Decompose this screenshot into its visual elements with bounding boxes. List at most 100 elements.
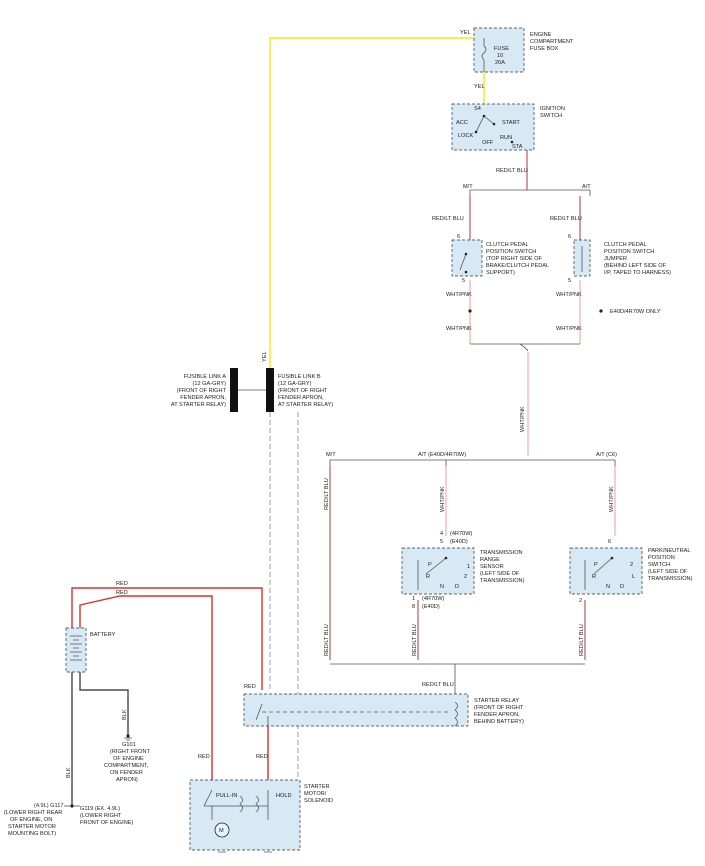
pnp-pos-2: 2 [630,562,633,568]
battery-red-wire-1 [71,587,263,690]
merge-line [470,343,580,352]
branch-mid-mt: M/T [326,452,336,458]
g101-caption-2: OF ENGINE [113,756,144,762]
park-neutral-switch [569,547,643,595]
fusible-a-caption-4: FENDER APRON, [180,395,226,401]
fuse-icon [481,38,487,72]
pnp-pos-p: P [594,562,598,568]
pnp-caption-4: (LEFT SIDE OF [648,569,688,575]
jumper-caption-4: (BEHIND LEFT SIDE OF [604,263,667,269]
battery-red-2-label: RED [116,590,128,596]
motor-icon [214,822,230,838]
trs-pin-bottom-1: 1 [412,596,415,602]
clutch-pedal-switch [451,239,483,277]
fuse-line-2: 10 [497,53,503,59]
g119-line-1: G119 (EX. 4.9L) [80,806,120,812]
trs-pos-r: R [426,574,430,580]
ignition-lock: LOCK [458,133,474,139]
fusible-a-caption-5: AT STARTER RELAY) [171,402,226,408]
clutch-caption-4: BRAKE/CLUTCH PEDAL [486,263,549,269]
e40d-note: E40D/4R70W ONLY [610,309,661,315]
trs-pin-bottom-note-1: (4R70W) [422,596,445,602]
pnp-caption-3: SWITCH [648,562,670,568]
fuse-box-wire-in-label: YEL [460,30,471,36]
fuse-line-1: FUSE [494,46,509,52]
motor-label: M [219,828,224,834]
trs-pin-bottom-2: 8 [412,604,415,610]
jumper-wire-out-label-2: WHT/PNK [556,326,582,332]
fusible-link-b [266,368,274,412]
trs-caption-5: TRANSMISSION) [480,578,525,584]
branch-top-line [469,189,591,196]
g101-caption-1: (RIGHT FRONT [110,749,151,755]
clutch-pin-top: 6 [457,234,460,240]
fusible-b-caption-5: AT STARTER RELAY) [278,402,333,408]
branch-mid-at2: A/T (C6) [596,452,617,458]
fuse-box [473,27,525,73]
jumper-caption-1: CLUTCH PEDAL [604,242,647,248]
battery-icon [70,635,82,661]
relay-caption-3: FENDER APRON, [474,712,520,718]
blk-wire-label: BLK [122,709,128,720]
ignition-switch [451,103,535,151]
trs-pos-d: D [455,584,459,590]
solenoid-caption-2: MOTOR/ [304,791,327,797]
fusible-a-caption-1: FUSIBLE LINK A [184,374,227,380]
battery-blk-wire-2 [79,672,129,736]
mt-wire-label-2: RED/LT BLU [324,624,330,656]
clutch-pin-bottom: 5 [462,278,465,284]
g101-name: G101 [122,742,136,748]
g101-caption-5: APRON) [116,777,138,783]
starter-relay [243,693,469,727]
pnp-wire-in-label: WHT/PNK [609,486,615,512]
battery-red-1-label: RED [116,581,128,587]
jumper-caption-2: POSITION SWITCH [604,249,654,255]
wht-pnk-mid-label: WHT/PNK [520,406,526,432]
ignition-sta: STA [512,144,523,150]
trs-caption-1: TRANSMISSION [480,550,523,556]
fusible-b-caption-1: FUSIBLE LINK B [278,374,321,380]
yel-wire [269,37,474,368]
jumper-wire-in-label: RED/LT BLU [550,216,582,222]
ignition-s4: S4 [474,106,481,112]
pnp-caption-2: POSITION [648,555,675,561]
pnp-pos-d: D [620,584,624,590]
battery-red-wire-2 [79,595,213,780]
solenoid-hold: HOLD [276,793,292,799]
jumper-wire-out-label: WHT/PNK [556,292,582,298]
relay-caption-1: STARTER RELAY [474,698,519,704]
pnp-wire-out-label: RED/LT BLU [579,624,585,656]
ignition-run: RUN [500,135,512,141]
trs-caption-3: SENSOR [480,564,504,570]
pnp-caption-1: PARK/NEUTRAL [648,548,690,554]
trs-pos-n: N [440,584,444,590]
pnp-pos-n: N [606,584,610,590]
ignition-off: OFF [482,140,494,146]
g117-line-2: (LOWER RIGHT REAR [4,810,62,816]
pnp-pin-bottom: 2 [579,598,582,604]
transmission-range-sensor [401,547,475,595]
g117-line-1: (4.9L) G117 [34,803,63,809]
relay-caption-4: BEHIND BATTERY) [474,719,524,725]
trs-pos-1: 1 [467,564,470,570]
fusible-b-caption-3: (FRONT OF RIGHT [278,388,328,394]
clutch-wire-in-label: RED/LT BLU [432,216,464,222]
clutch-switch-icon [459,253,467,271]
clutch-wire-out-label: WHT/PNK [446,292,472,298]
ignition-acc: ACC [456,120,468,126]
clutch-splice-dot [468,309,472,313]
starter-solenoid [189,779,301,851]
trs-wire-in-label: WHT/PNK [440,486,446,512]
battery-box [65,627,87,673]
branch-mid-line [329,459,616,466]
ignition-wire-out-label: RED/LT BLU [496,168,528,174]
fusible-a-caption-2: (12 GA-GRY) [193,381,227,387]
trs-pin-top-1: 4 [440,531,443,537]
ground-icon-g101 [124,737,132,741]
red-relay-out-label: RED [256,754,268,760]
clutch-wire-out-label-2: WHT/PNK [446,326,472,332]
branch-mid-at1: A/T (E40D/4R70W) [418,452,466,458]
ignition-caption-1: IGNITION [540,106,565,112]
trs-pin-top-2: 5 [440,539,443,545]
